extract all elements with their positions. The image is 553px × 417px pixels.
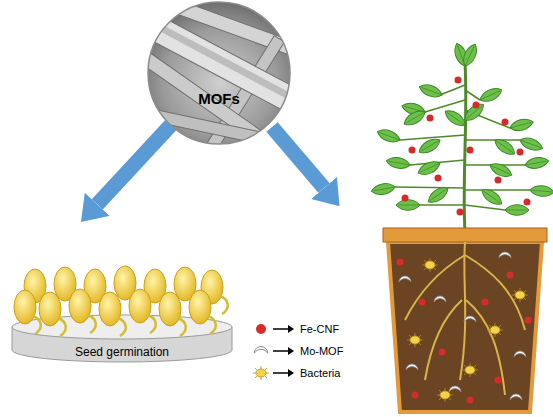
node-label: MOFs [198, 90, 240, 107]
legend-arrow [273, 328, 289, 330]
plant [370, 42, 553, 232]
legend-row: Mo-MOF [252, 342, 343, 360]
legend-arrowhead [288, 325, 294, 333]
node-label: Seed germination [75, 345, 169, 359]
sem-circle-outline [148, 2, 290, 144]
legend-arrow [273, 372, 289, 374]
seeds [14, 266, 228, 336]
legend-arrowhead [288, 347, 294, 355]
bacteria-icon [253, 366, 269, 380]
legend-arrow [273, 350, 289, 352]
legend-sample [252, 342, 296, 360]
legend-arrowhead [288, 369, 294, 377]
legend-row: Fe-CNF [252, 320, 343, 338]
flower-pot [383, 228, 547, 412]
block-arrow [97, 125, 170, 204]
legend-label: Bacteria [300, 367, 340, 379]
block-arrow [272, 127, 324, 188]
sem-circle: MOFs [148, 2, 290, 144]
dish-node: Seed germination [8, 222, 236, 367]
crescent-icon [254, 347, 268, 354]
legend-swatch [256, 324, 266, 334]
legend-row: Bacteria [252, 364, 343, 382]
legend: Fe-CNF Mo-MOF Bacteria [252, 320, 343, 382]
legend-sample [252, 320, 296, 338]
legend-sample [252, 364, 296, 382]
legend-label: Mo-MOF [300, 345, 343, 357]
legend-label: Fe-CNF [300, 323, 339, 335]
